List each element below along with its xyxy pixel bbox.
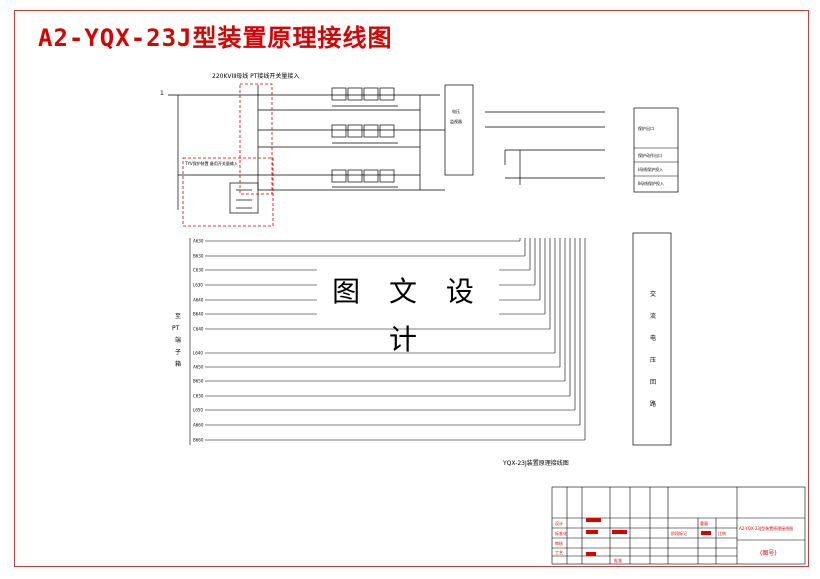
left-number: 1 <box>160 90 164 97</box>
row-label: L630 <box>193 283 203 288</box>
diagram-caption: YQX-23J装置原理接线图 <box>502 459 569 467</box>
ref-box-line-2: 监视器 <box>450 118 462 124</box>
ac-box-char: 流 <box>650 312 656 320</box>
relay-label-4: Ⅱ母线保护投入 <box>638 180 664 186</box>
row-label: A630 <box>193 239 204 244</box>
tb-label-review: 审核 <box>555 540 563 546</box>
lower-circuit-rows: A630B630C630L630A640B640C640L640A650B650… <box>189 238 586 445</box>
tb-label-weight: 重量 <box>700 520 708 526</box>
left-vert-4: 子 <box>175 349 181 356</box>
ac-box-char: 电 <box>650 334 656 342</box>
drawing-frame <box>14 10 809 567</box>
left-vert-5: 箱 <box>175 360 181 368</box>
relay-label-3: Ⅰ母线保护投入 <box>638 166 663 172</box>
left-vert-3: 端 <box>175 336 181 344</box>
ac-voltage-box <box>632 232 672 446</box>
row-label: B640 <box>193 312 204 317</box>
tb-label-stage: 阶段标记 <box>671 530 687 536</box>
tb-label-design: 设计 <box>555 520 563 526</box>
tb-label-craft: 工艺 <box>555 550 563 555</box>
title-block-red-marks <box>586 518 711 556</box>
row-label: B660 <box>193 438 204 443</box>
ref-box <box>444 84 474 176</box>
ac-box-char: 压 <box>650 357 656 364</box>
tb-label-scale: 比例 <box>718 530 726 536</box>
relay-label-2: 保护动作出口 <box>638 152 662 158</box>
watermark: 图 文 设 计 <box>317 268 499 356</box>
red-dashed-boxes <box>182 83 274 227</box>
ac-box-char: 回 <box>650 379 656 386</box>
row-label: A640 <box>193 298 204 303</box>
tb-drawing-no: (图号) <box>760 550 777 557</box>
tb-label-approve: 批准 <box>614 557 622 563</box>
row-label: C650 <box>193 394 204 399</box>
row-label: A650 <box>193 365 204 370</box>
relay-box <box>633 107 679 193</box>
top-circuit <box>168 85 445 214</box>
tb-title-small: A2-YQX-23J型装置原理接线图 <box>739 525 793 531</box>
relay-label-1: 保护出口 <box>638 125 654 131</box>
row-label: B650 <box>193 379 204 384</box>
row-label: L650 <box>193 408 203 413</box>
row-label: A660 <box>193 423 204 428</box>
ac-box-char: 路 <box>650 400 656 408</box>
inner-box-label: TYV保护装置 备用开关量输入 <box>184 160 238 166</box>
row-label: B630 <box>193 254 204 259</box>
left-vert-1: 至 <box>175 313 181 320</box>
title-block <box>551 486 806 565</box>
ac-box-char: 交 <box>650 290 656 298</box>
ref-box-line-1: 电压 <box>452 108 460 114</box>
left-vert-2: PT <box>172 325 180 332</box>
top-header-text: 220KVⅠⅡ母线 PT接线开关量接入 <box>212 72 299 80</box>
drawing-title: A2-YQX-23J型装置原理接线图 <box>38 24 393 52</box>
top-right-circuit <box>485 111 605 185</box>
row-label: C640 <box>193 327 204 332</box>
row-label: C630 <box>193 268 204 273</box>
tb-label-std: 标准化 <box>555 530 567 536</box>
row-label: L640 <box>193 351 203 356</box>
